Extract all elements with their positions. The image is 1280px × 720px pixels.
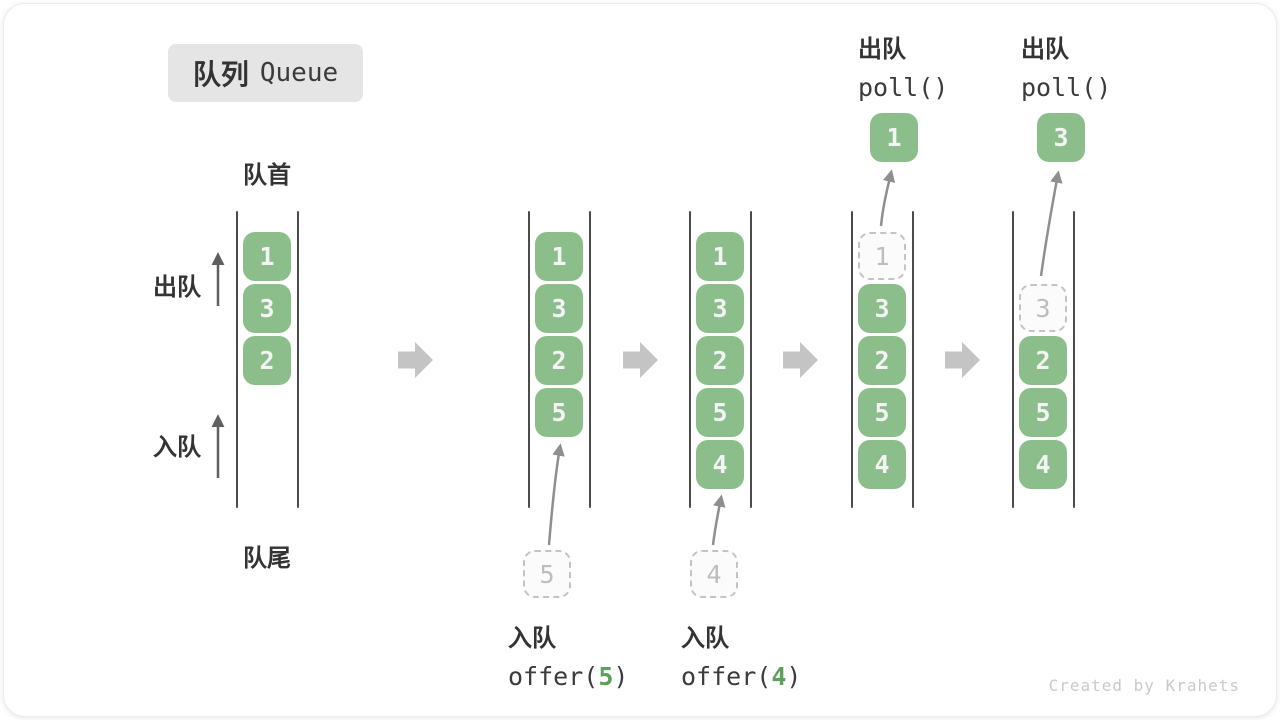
queue4-cell: 3 bbox=[858, 284, 906, 333]
queue2-cell: 5 bbox=[535, 388, 583, 437]
incoming-element-4: 4 bbox=[690, 550, 738, 598]
enqueue-4-label: 入队 bbox=[681, 625, 729, 652]
popped-element-3: 3 bbox=[1037, 113, 1085, 162]
queue2-left-wall bbox=[528, 211, 530, 508]
queue3-left-wall bbox=[689, 211, 691, 508]
queue5-cell: 5 bbox=[1019, 388, 1067, 437]
queue4-cell: 4 bbox=[858, 440, 906, 489]
incoming-element-5: 5 bbox=[523, 550, 571, 598]
queue3-right-wall bbox=[750, 211, 752, 508]
queue1-cell: 1 bbox=[243, 232, 291, 281]
queue5-removed-slot: 3 bbox=[1019, 284, 1067, 332]
watermark: Created by Krahets bbox=[1048, 676, 1240, 695]
queue2-right-wall bbox=[589, 211, 591, 508]
queue4-right-wall bbox=[912, 211, 914, 508]
queue4-cell: 2 bbox=[858, 336, 906, 385]
dequeue-2-label: 出队 bbox=[1021, 36, 1069, 63]
title-zh: 队列 bbox=[192, 59, 249, 90]
queue-front-label: 队首 bbox=[243, 162, 291, 189]
popped-element-1: 1 bbox=[870, 113, 918, 162]
enqueue-4-code: offer(4) bbox=[681, 662, 802, 691]
queue5-cell: 4 bbox=[1019, 440, 1067, 489]
queue3-cell: 3 bbox=[696, 284, 744, 333]
enqueue-5-label: 入队 bbox=[508, 625, 556, 652]
queue1-cell: 2 bbox=[243, 336, 291, 385]
queue-rear-label: 队尾 bbox=[243, 545, 291, 572]
enqueue-5-operation: 入队 offer(5) bbox=[508, 618, 628, 691]
queue3-cell: 2 bbox=[696, 336, 744, 385]
dequeue-1-code: poll() bbox=[858, 73, 949, 102]
dequeue-1-operation: 出队 poll() bbox=[858, 29, 948, 102]
title-box: 队列 Queue bbox=[168, 44, 363, 102]
queue5-cell: 2 bbox=[1019, 336, 1067, 385]
queue1-right-wall bbox=[297, 211, 299, 508]
diagram-card bbox=[3, 3, 1277, 717]
dequeue-side-label: 出队 bbox=[153, 274, 201, 301]
queue1-cell: 3 bbox=[243, 284, 291, 333]
enqueue-5-code: offer(5) bbox=[508, 662, 629, 691]
enqueue-4-operation: 入队 offer(4) bbox=[681, 618, 801, 691]
queue2-cell: 1 bbox=[535, 232, 583, 281]
queue4-removed-slot: 1 bbox=[858, 232, 906, 280]
queue2-cell: 3 bbox=[535, 284, 583, 333]
dequeue-2-code: poll() bbox=[1021, 73, 1112, 102]
enqueue-side-label: 入队 bbox=[153, 434, 201, 461]
queue5-left-wall bbox=[1012, 211, 1014, 508]
queue2-cell: 2 bbox=[535, 336, 583, 385]
dequeue-2-operation: 出队 poll() bbox=[1021, 29, 1111, 102]
queue4-cell: 5 bbox=[858, 388, 906, 437]
queue3-cell: 1 bbox=[696, 232, 744, 281]
title-en: Queue bbox=[259, 58, 339, 88]
dequeue-1-label: 出队 bbox=[858, 36, 906, 63]
queue3-cell: 5 bbox=[696, 388, 744, 437]
queue1-left-wall bbox=[236, 211, 238, 508]
queue3-cell: 4 bbox=[696, 440, 744, 489]
queue4-left-wall bbox=[851, 211, 853, 508]
queue5-right-wall bbox=[1073, 211, 1075, 508]
